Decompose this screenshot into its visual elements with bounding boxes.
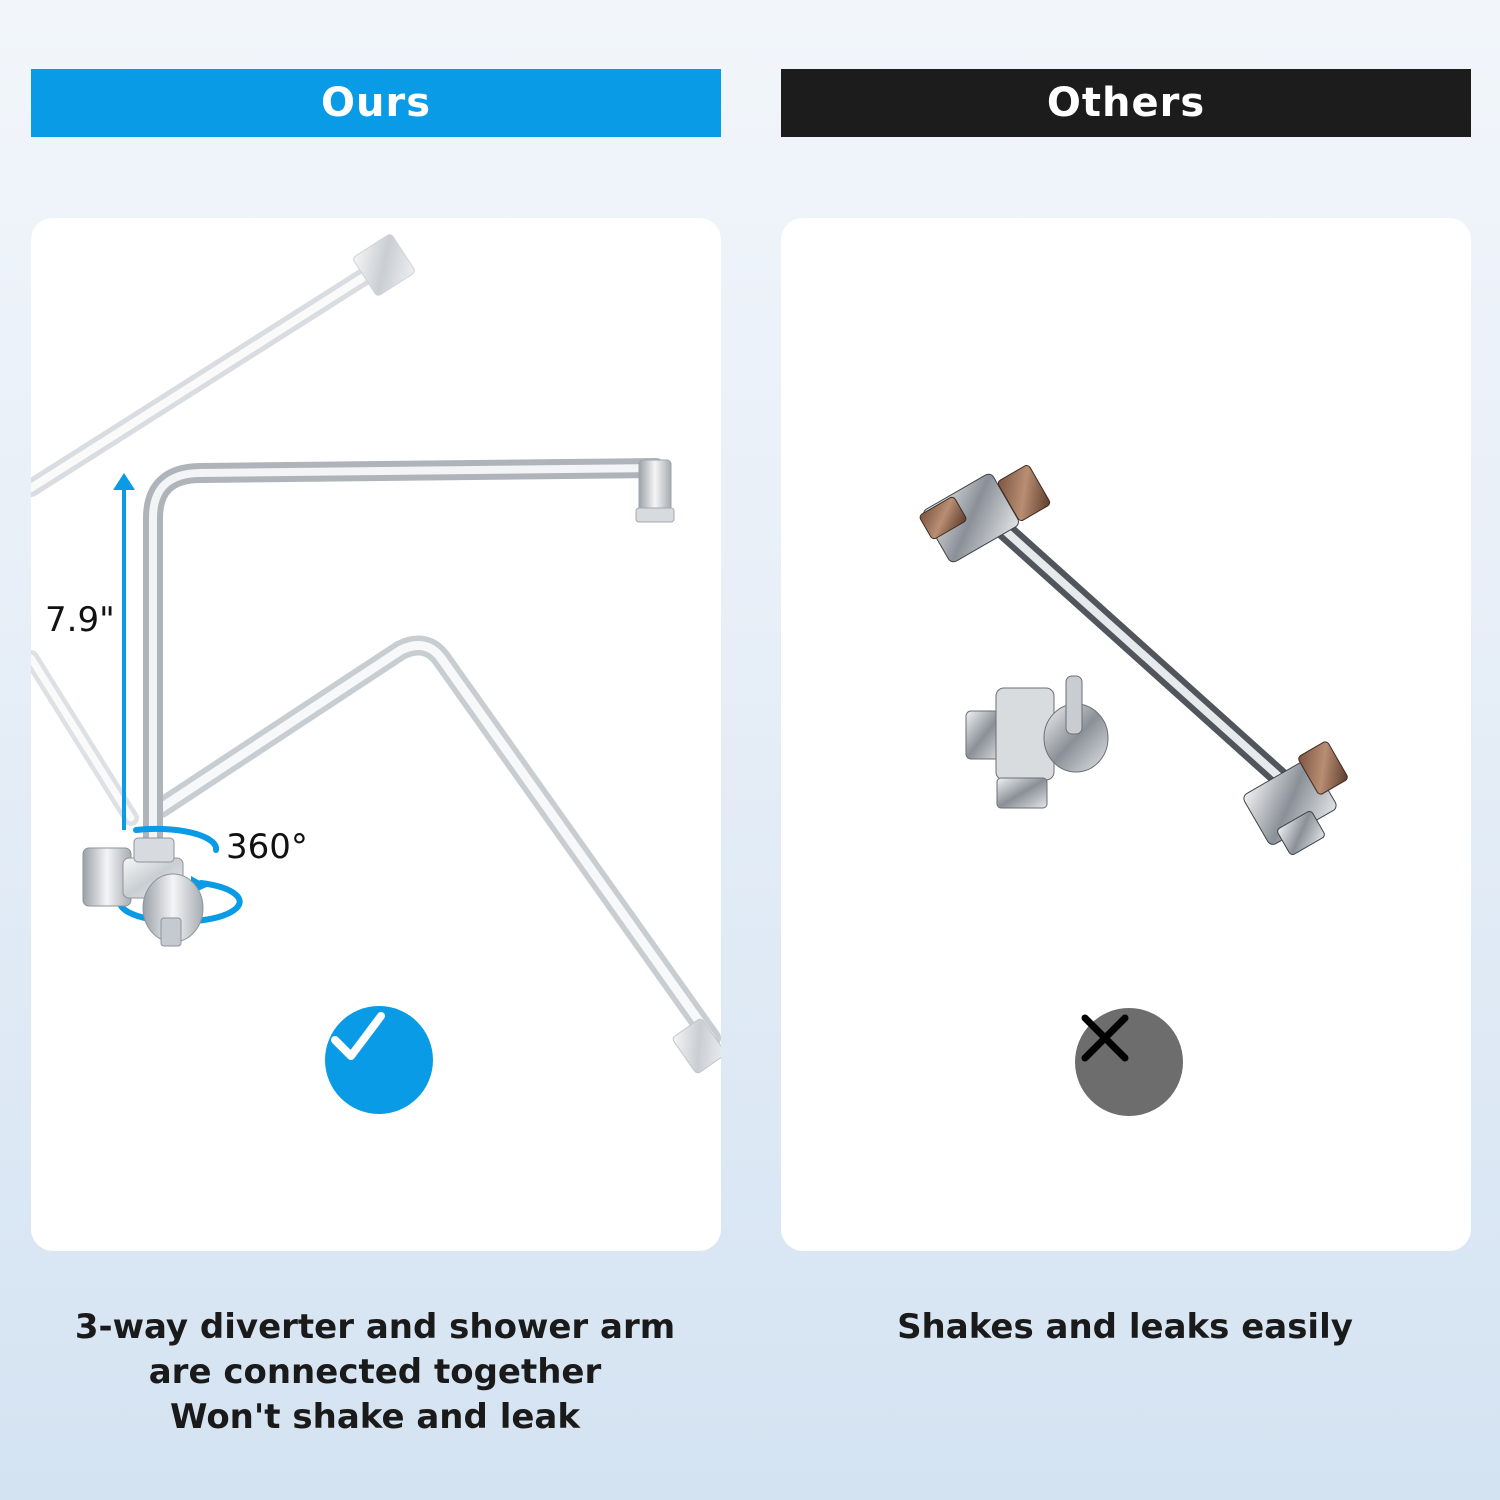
ours-caption: 3-way diverter and shower arm are connec… <box>0 1305 750 1440</box>
ours-product-panel: 7.9" 360° <box>31 218 721 1251</box>
ours-header-label: Ours <box>320 80 431 126</box>
rusty-clamp-top <box>919 465 1051 563</box>
rusty-clamp-bottom <box>1243 741 1348 856</box>
arm-position-main <box>143 458 666 848</box>
ours-product-illustration <box>31 234 721 1074</box>
separate-diverter <box>965 675 1109 809</box>
arm-position-ghost-2 <box>31 650 139 826</box>
others-caption: Shakes and leaks easily <box>750 1305 1500 1350</box>
cross-icon <box>1075 1008 1183 1116</box>
others-caption-line: Shakes and leaks easily <box>897 1307 1353 1347</box>
ours-header: Ours <box>31 69 721 137</box>
ours-caption-line: 3-way diverter and shower arm <box>74 1307 676 1347</box>
others-header: Others <box>781 69 1471 137</box>
arm-position-ghost-1 <box>31 257 390 497</box>
arm-position-angled <box>151 635 721 1048</box>
diverter-valve <box>82 837 204 947</box>
rotation-label: 360° <box>226 827 308 867</box>
others-header-label: Others <box>1046 80 1206 126</box>
ours-caption-line: Won't shake and leak <box>170 1397 580 1437</box>
height-label: 7.9" <box>45 600 115 640</box>
extension-arm <box>981 508 1296 793</box>
others-product-panel <box>781 218 1471 1251</box>
height-dimension-arrow <box>113 473 135 830</box>
check-icon <box>325 1006 433 1114</box>
others-product-illustration <box>919 465 1348 856</box>
ours-caption-line: are connected together <box>148 1352 602 1392</box>
